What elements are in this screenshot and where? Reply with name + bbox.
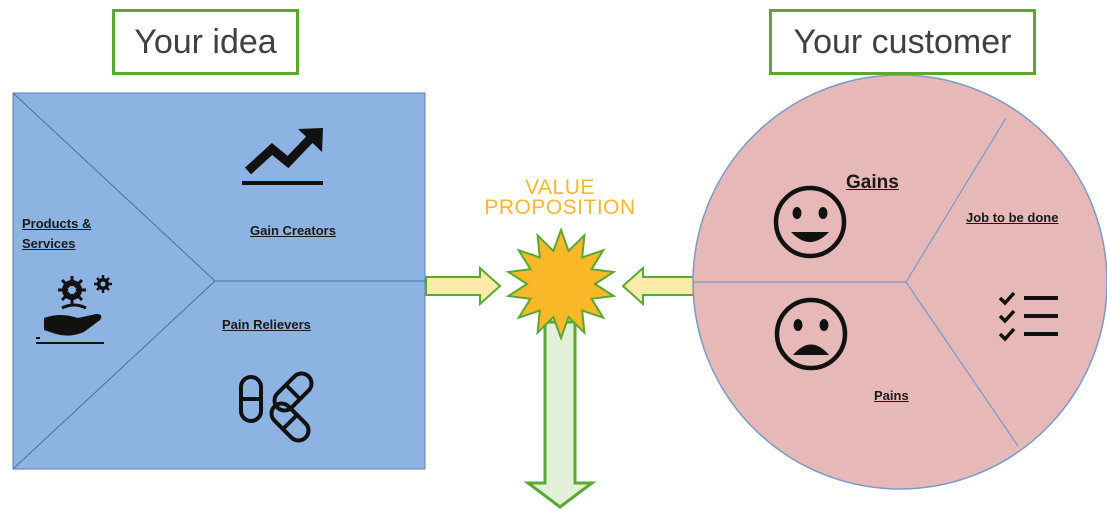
value-proposition-title: VALUE PROPOSITION — [470, 176, 650, 219]
job-to-be-done-label: Job to be done — [966, 210, 1059, 225]
pain-relievers-label: Pain Relievers — [222, 317, 311, 332]
customer-divider-top — [905, 117, 1007, 283]
products-services-label: Products & Services — [22, 216, 92, 251]
your-customer-title: Your customer — [769, 9, 1036, 75]
sad-face-icon — [774, 297, 848, 371]
arrow-from-customer — [621, 265, 698, 307]
growth-chart-icon — [242, 128, 323, 185]
value-proposition-star — [505, 227, 617, 341]
hand-gears-icon — [36, 275, 112, 344]
arrow-to-value-proposition — [425, 265, 502, 307]
gain-creators-label: Gain Creators — [250, 223, 336, 238]
gains-label: Gains — [846, 172, 899, 193]
pains-label: Pains — [874, 388, 909, 403]
value-proposition-line1: VALUE — [525, 176, 595, 199]
checklist-icon — [998, 291, 1058, 342]
your-idea-title: Your idea — [112, 9, 299, 75]
pills-icon — [239, 371, 314, 443]
happy-face-icon — [773, 185, 847, 259]
customer-divider-bottom — [905, 281, 1019, 447]
value-proposition-line2: PROPOSITION — [484, 196, 636, 219]
arrow-down — [523, 320, 597, 509]
